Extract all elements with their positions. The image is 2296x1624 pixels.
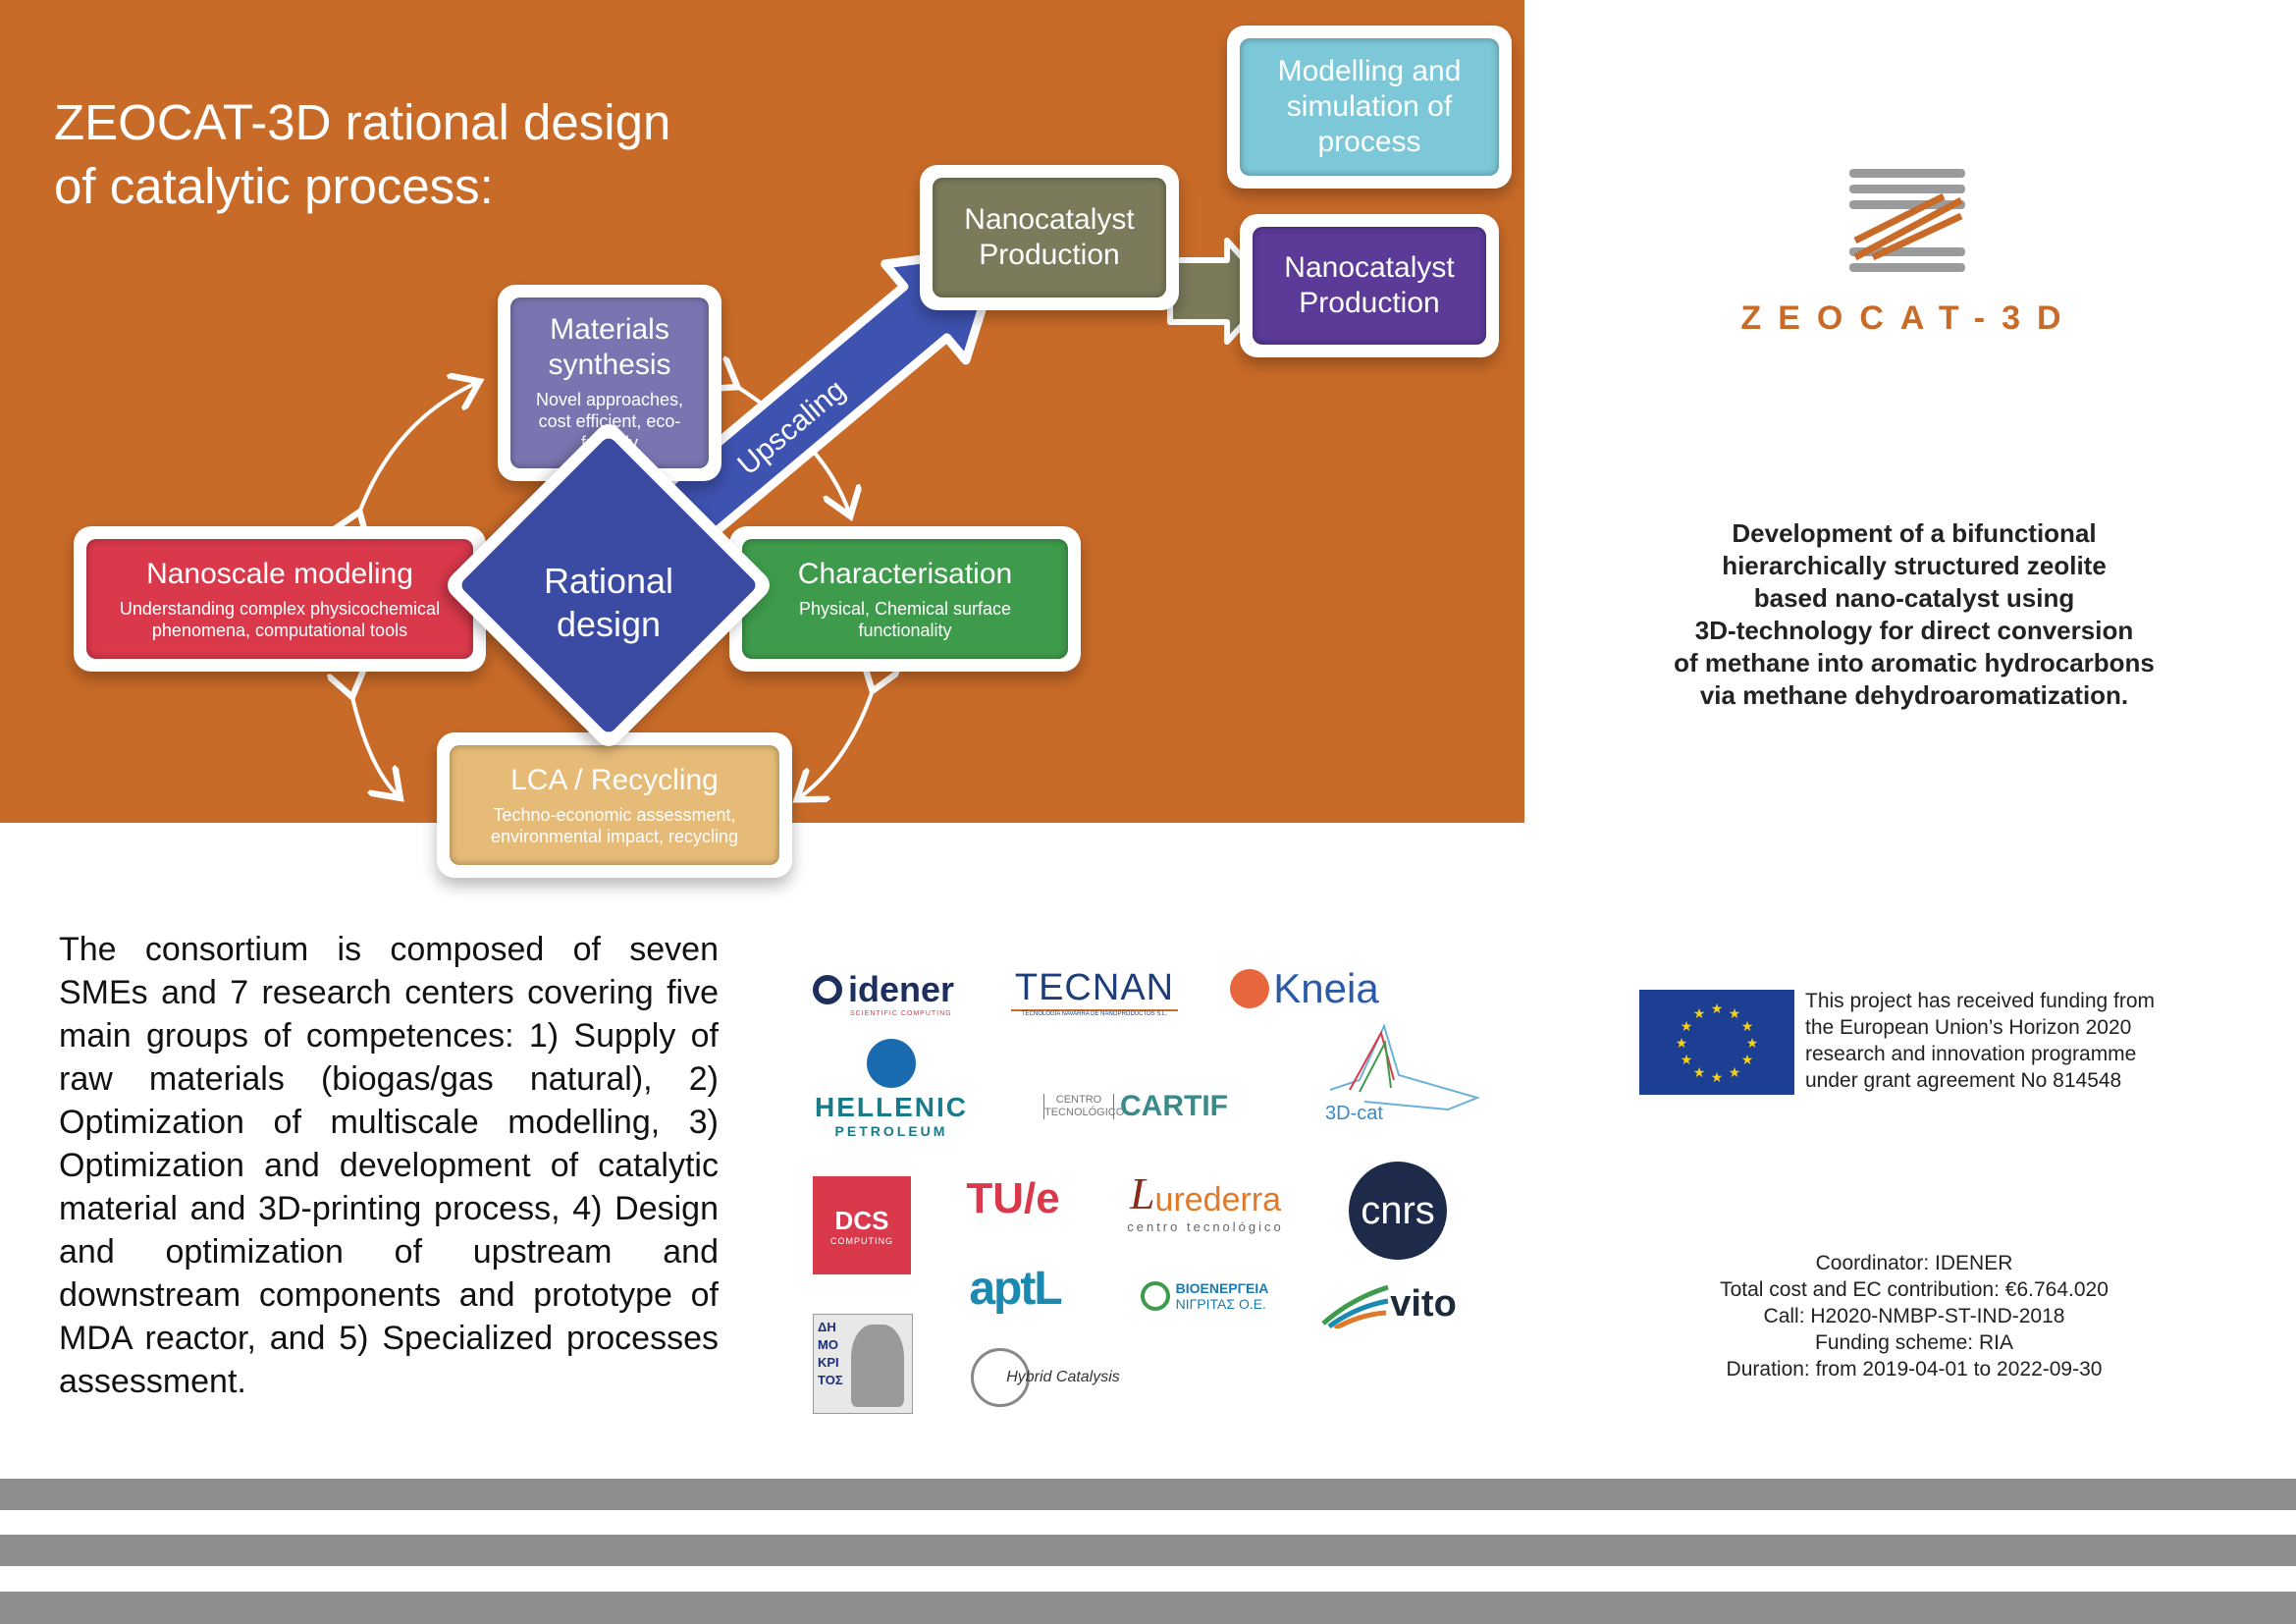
nanoscale-subtitle: Understanding complex physicochemical ph…	[119, 599, 441, 640]
zeocat-logo-icon	[1849, 169, 1965, 272]
logo-lurederra: L urederra centro tecnológico	[1127, 1167, 1284, 1234]
call-line: Call: H2020-NMBP-ST-IND-2018	[1763, 1305, 2065, 1327]
cycle-arrow-left-bottom	[351, 693, 398, 795]
logo-cnrs: cnrs	[1349, 1162, 1447, 1260]
svg-text:★: ★	[1741, 1019, 1754, 1035]
box-modelling-simulation: Modelling and simulation of process	[1227, 26, 1512, 189]
lca-title: LCA / Recycling	[510, 764, 719, 796]
bio-mark-icon	[1140, 1281, 1170, 1311]
box-nanocatalyst-production-a: Nanocatalyst Production	[920, 165, 1179, 310]
svg-text:★: ★	[1693, 1065, 1706, 1081]
svg-text:★: ★	[1693, 1006, 1706, 1022]
box-nanocatalyst-production-b: Nanocatalyst Production	[1240, 214, 1499, 357]
svg-text:★: ★	[1741, 1053, 1754, 1068]
logo-cartif: CENTRO TECNOLÓGICO CARTIF	[1043, 1090, 1228, 1122]
materials-title: Materials synthesis	[548, 313, 671, 381]
box-materials-synthesis: Materials synthesis Novel approaches, co…	[498, 285, 721, 481]
svg-text:★: ★	[1711, 1070, 1724, 1086]
svg-text:★: ★	[1746, 1036, 1759, 1052]
production-b-title: Nanocatalyst Production	[1284, 251, 1455, 319]
eu-funding-text: This project has received funding from t…	[1805, 990, 2156, 1092]
logo-hellenic-petroleum: HELLENIC PETROLEUM	[813, 1039, 970, 1139]
lca-subtitle: Techno-economic assessment, environmenta…	[490, 805, 739, 846]
logo-dcs-computing: DCS COMPUTING	[813, 1176, 911, 1274]
vito-swoosh-icon	[1321, 1284, 1389, 1328]
svg-text:★: ★	[1729, 1065, 1741, 1081]
rational-design-label: Rational design	[543, 561, 674, 644]
box-lca-recycling: LCA / Recycling Techno-economic assessme…	[437, 732, 792, 878]
logo-hybrid-catalysis: Hybrid Catalysis	[962, 1345, 1129, 1410]
project-info: Coordinator: IDENER Total cost and EC co…	[1649, 1250, 2179, 1382]
demokritos-bust-icon	[851, 1325, 904, 1407]
nanoscale-title: Nanoscale modeling	[146, 558, 413, 590]
idener-mark-icon	[813, 974, 842, 1004]
project-description: Development of a bifunctional hierarchic…	[1674, 518, 2155, 710]
total-cost-line: Total cost and EC contribution: €6.764.0…	[1720, 1278, 2109, 1301]
duration-line: Duration: from 2019-04-01 to 2022-09-30	[1726, 1358, 2103, 1380]
logo-kneia: Kneia	[1221, 963, 1388, 1014]
logo-3dcat: 3D-cat	[1325, 1023, 1481, 1124]
logo-aptl: aptL	[969, 1262, 1062, 1315]
production-a-title: Nanocatalyst Production	[964, 203, 1135, 271]
modelling-title: Modelling and simulation of process	[1277, 55, 1462, 158]
zeocat-logo-text: ZEOCAT-3D	[1740, 299, 2078, 337]
logo-vito: vito	[1310, 1276, 1468, 1331]
coordinator-line: Coordinator: IDENER	[1815, 1252, 2013, 1274]
logo-demokritos: ΔΗ ΜΟ ΚΡΙ ΤΟΣ	[813, 1314, 913, 1414]
footer-stripe	[0, 1479, 2296, 1510]
funding-scheme-line: Funding scheme: RIA	[1815, 1331, 2013, 1354]
svg-text:★: ★	[1676, 1036, 1688, 1052]
logo-tecnan: TECNAN TECNOLOGÍA NAVARRA DE NANOPRODUCT…	[1009, 965, 1180, 1018]
cycle-arrow-left-top	[358, 383, 476, 515]
svg-text:★: ★	[1681, 1019, 1693, 1035]
footer-stripe	[0, 1592, 2296, 1624]
box-nanoscale-modeling: Nanoscale modeling Understanding complex…	[74, 526, 486, 672]
svg-text:★: ★	[1711, 1001, 1724, 1017]
hellenic-globe-icon	[867, 1039, 916, 1088]
3dcat-text: 3D-cat	[1325, 1103, 1383, 1124]
characterisation-title: Characterisation	[797, 558, 1013, 590]
svg-text:★: ★	[1681, 1053, 1693, 1068]
characterisation-subtitle: Physical, Chemical surface functionality	[798, 599, 1012, 640]
svg-text:★: ★	[1729, 1006, 1741, 1022]
box-characterisation: Characterisation Physical, Chemical surf…	[729, 526, 1081, 672]
logo-tue: TU/e	[966, 1174, 1060, 1222]
page-title: ZEOCAT-3D rational design of catalytic p…	[54, 94, 671, 214]
hybrid-mark-icon	[971, 1348, 1031, 1407]
footer-stripe	[0, 1535, 2296, 1566]
logo-idener: idener SCIENTIFIC COMPUTING	[813, 965, 976, 1020]
lurederra-mark-icon: L	[1129, 1167, 1155, 1218]
logo-bioenergeia: ΒΙΟΕΝΕΡΓΕΙΑ ΝΙΓΡΙΤΑΣ Ο.Ε.	[1131, 1267, 1278, 1326]
kneia-mark-icon	[1230, 969, 1270, 1008]
cycle-arrow-right-bottom	[800, 687, 874, 797]
consortium-paragraph: The consortium is composed of seven SMEs…	[59, 931, 719, 1400]
diagram-arrows: Upscaling	[0, 238, 1276, 884]
eu-flag-icon: ★★★ ★★★ ★★★ ★★★	[1639, 990, 1794, 1095]
